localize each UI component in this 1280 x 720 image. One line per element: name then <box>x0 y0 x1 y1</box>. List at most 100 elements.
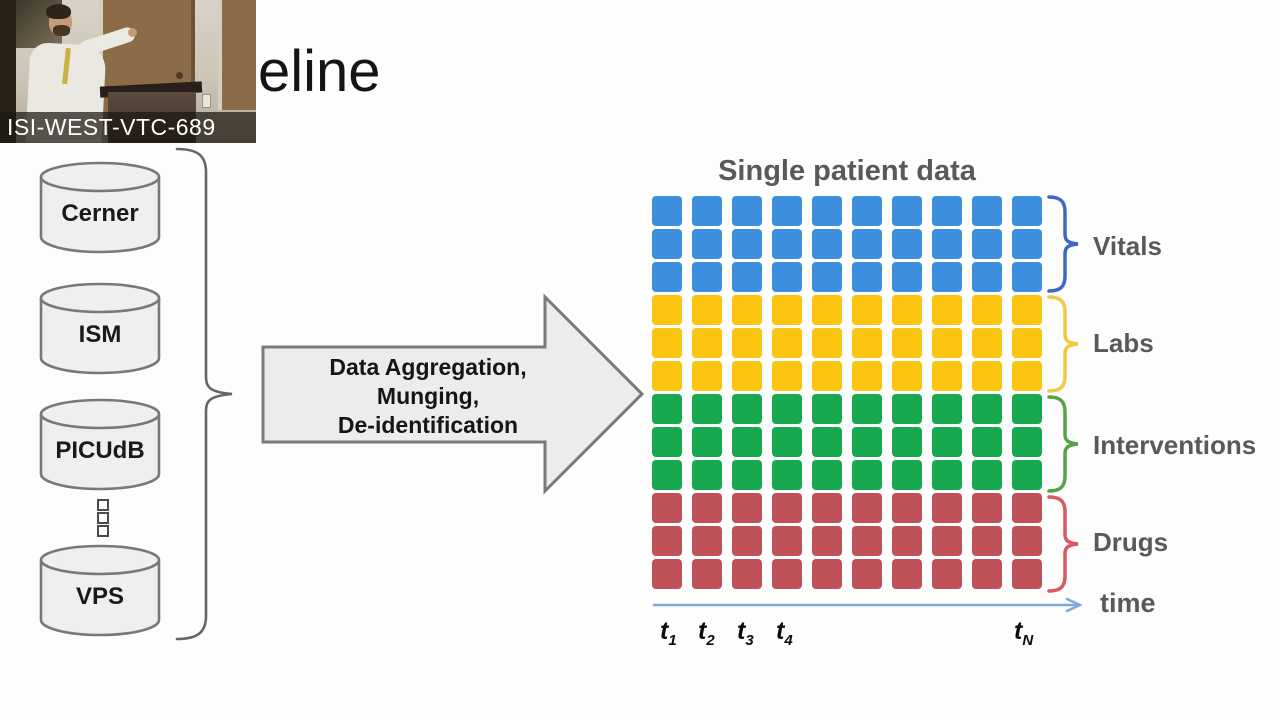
time-tick: t2 <box>698 617 715 649</box>
data-cell <box>692 361 722 391</box>
database-label: ISM <box>78 321 122 348</box>
database-cylinder-icon <box>39 398 161 491</box>
data-cell <box>1012 328 1042 358</box>
database-cylinder-icon <box>39 282 161 375</box>
data-cell <box>652 559 682 589</box>
data-cell <box>1012 427 1042 457</box>
slide-title-partial: eline <box>258 39 381 104</box>
data-cell <box>732 493 762 523</box>
data-cell <box>852 526 882 556</box>
data-cell <box>772 262 802 292</box>
interventions-brace <box>1047 395 1079 493</box>
group-label-interventions: Interventions <box>1093 430 1257 460</box>
data-cell <box>732 394 762 424</box>
drugs-brace <box>1047 495 1079 593</box>
data-cell <box>892 361 922 391</box>
data-cell <box>972 559 1002 589</box>
data-cell <box>852 460 882 490</box>
data-cell <box>812 427 842 457</box>
data-cell <box>772 361 802 391</box>
time-tick: tN <box>1014 617 1034 649</box>
time-tick: t1 <box>660 617 677 649</box>
data-cell <box>652 460 682 490</box>
data-cell <box>812 526 842 556</box>
data-cell <box>892 427 922 457</box>
arrow-caption-line: De-identification <box>337 412 519 438</box>
databases-grouping-brace <box>175 147 233 641</box>
data-cell <box>972 493 1002 523</box>
data-cell <box>772 460 802 490</box>
data-cell <box>852 493 882 523</box>
data-cell <box>812 460 842 490</box>
data-cell <box>692 427 722 457</box>
vitals-brace <box>1047 195 1079 293</box>
data-cell <box>692 526 722 556</box>
data-cell <box>1012 526 1042 556</box>
data-cell <box>852 295 882 325</box>
data-cell <box>732 295 762 325</box>
data-cell <box>972 295 1002 325</box>
data-cell <box>772 394 802 424</box>
diagram-title: Single patient data <box>718 155 976 187</box>
data-cell <box>932 328 962 358</box>
data-cell <box>932 196 962 226</box>
data-cell <box>772 196 802 226</box>
time-axis-label: time <box>1100 588 1156 618</box>
data-cell <box>732 427 762 457</box>
database-picudb: PICUdB <box>38 397 162 493</box>
data-cell <box>732 526 762 556</box>
data-cell <box>812 361 842 391</box>
data-cell <box>1012 460 1042 490</box>
data-cell <box>852 262 882 292</box>
data-cell <box>652 229 682 259</box>
data-cell <box>812 493 842 523</box>
data-cell <box>852 196 882 226</box>
data-cell <box>652 493 682 523</box>
patient-data-grid <box>652 196 1042 589</box>
data-cell <box>732 559 762 589</box>
group-label-labs: Labs <box>1093 328 1154 358</box>
data-cell <box>812 229 842 259</box>
data-cell <box>852 427 882 457</box>
data-cell <box>932 493 962 523</box>
data-cell <box>692 460 722 490</box>
data-cell <box>892 196 922 226</box>
data-cell <box>772 328 802 358</box>
data-cell <box>652 427 682 457</box>
presenter-hand <box>128 28 137 37</box>
data-cell <box>852 328 882 358</box>
data-cell <box>692 328 722 358</box>
group-label-vitals: Vitals <box>1093 231 1162 261</box>
data-cell <box>892 262 922 292</box>
data-cell <box>772 559 802 589</box>
group-label-drugs: Drugs <box>1093 527 1169 557</box>
database-label: Cerner <box>61 200 139 227</box>
data-cell <box>972 394 1002 424</box>
data-cell <box>1012 196 1042 226</box>
data-cell <box>972 196 1002 226</box>
data-cell <box>972 361 1002 391</box>
flow-arrow-icon <box>261 293 645 495</box>
data-cell <box>652 328 682 358</box>
data-cell <box>972 460 1002 490</box>
data-cell <box>972 262 1002 292</box>
data-cell <box>932 229 962 259</box>
data-cell <box>932 460 962 490</box>
video-door-2 <box>218 0 256 110</box>
data-cell <box>932 526 962 556</box>
data-cell <box>892 559 922 589</box>
data-cell <box>652 262 682 292</box>
data-cell <box>1012 229 1042 259</box>
data-cell <box>732 262 762 292</box>
data-cell <box>852 361 882 391</box>
data-cell <box>1012 559 1042 589</box>
data-cell <box>772 295 802 325</box>
data-cell <box>932 361 962 391</box>
data-cell <box>1012 493 1042 523</box>
data-cell <box>972 229 1002 259</box>
video-light-switch <box>202 94 211 108</box>
time-axis-arrow <box>652 597 1083 613</box>
data-cell <box>932 394 962 424</box>
data-cell <box>892 526 922 556</box>
data-cell <box>892 229 922 259</box>
